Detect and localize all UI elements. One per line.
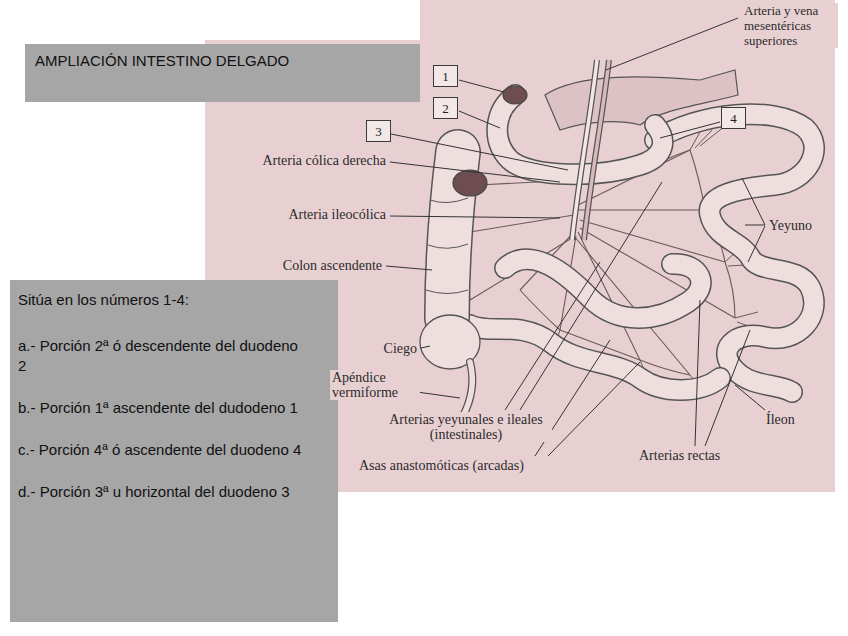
leader-lines-part: [421, 346, 430, 348]
leader-lines-part: [660, 122, 720, 138]
question-item: b.- Porción 1ª ascendente del dudodeno 1: [18, 398, 303, 418]
ascending-colon-part: [462, 362, 472, 418]
anatomy-label: Arterias yeyunales e ileales (intestinal…: [380, 412, 552, 442]
ileum-loops-part: [470, 325, 720, 390]
leader-lines-part: [695, 300, 750, 446]
anatomy-label: Íleon: [764, 412, 797, 427]
anatomy-label: Arterias rectas: [637, 448, 722, 463]
anatomy-label: Yeyuno: [767, 218, 814, 233]
leader-lines-part: [505, 182, 662, 410]
mesentery-vessels-part: [578, 209, 705, 210]
callout-number-box: 3: [366, 120, 391, 142]
superior-mesenteric-vessels-part: [584, 60, 609, 240]
ileum-loops-part: [505, 259, 701, 318]
leader-lines-part: [390, 216, 560, 218]
leader-lines-part: [386, 266, 432, 270]
callout-number: 1: [442, 69, 449, 84]
anatomy-label: Apéndice vermiforme: [330, 370, 420, 400]
question-item: a.- Porción 2ª ó descendente del duodeno…: [18, 336, 303, 376]
leader-lines: [386, 18, 765, 456]
anatomy-label: Arteria cólica derecha: [260, 153, 388, 168]
ileum-loops-part: [505, 259, 701, 318]
title-banner: AMPLIACIÓN INTESTINO DELGADO: [25, 44, 420, 102]
leader-lines-part: [391, 134, 568, 170]
callout-number: 3: [375, 124, 382, 139]
anatomy-label: Arteria y vena mesentéricas superiores: [742, 3, 838, 48]
duodenum-part: [503, 86, 527, 104]
question-heading: Sitúa en los números 1-4:: [18, 290, 303, 310]
leader-lines-part: [742, 178, 765, 262]
ascending-colon: [420, 152, 487, 418]
ileum-loops: [470, 259, 720, 390]
leader-lines-part: [735, 385, 765, 410]
ascending-colon-part: [426, 198, 468, 294]
leader-lines-part: [606, 18, 738, 70]
leader-lines-part: [459, 80, 504, 92]
ascending-colon-part: [453, 170, 487, 196]
leader-lines-part: [459, 111, 500, 128]
anatomy-label: Colon ascendente: [281, 258, 384, 273]
callout-number: 2: [442, 101, 449, 116]
ileum-loops-part: [470, 325, 720, 390]
callout-number-box: 4: [721, 107, 746, 129]
question-panel: Sitúa en los números 1-4: a.- Porción 2ª …: [10, 280, 338, 622]
anatomy-label: Arteria ileocólica: [286, 207, 388, 222]
title-text: AMPLIACIÓN INTESTINO DELGADO: [35, 51, 410, 70]
anatomy-label: Asas anastomóticas (arcadas): [357, 458, 526, 473]
leader-lines-part: [390, 162, 560, 182]
callout-number: 4: [730, 111, 737, 126]
callout-number-box: 2: [433, 97, 458, 119]
question-item: c.- Porción 4ª ó ascendente del duodeno …: [18, 440, 303, 460]
leader-lines-part: [417, 392, 460, 398]
vasa-recta-part: [735, 312, 758, 318]
callout-number-box: 1: [433, 65, 458, 87]
question-item: d.- Porción 3ª u horizontal del duodeno …: [18, 482, 303, 502]
superior-mesenteric-vessels-part: [584, 60, 609, 240]
anatomy-label: Ciego: [382, 341, 419, 356]
ascending-colon-part: [462, 362, 472, 418]
superior-mesenteric-vessels: [572, 60, 609, 240]
